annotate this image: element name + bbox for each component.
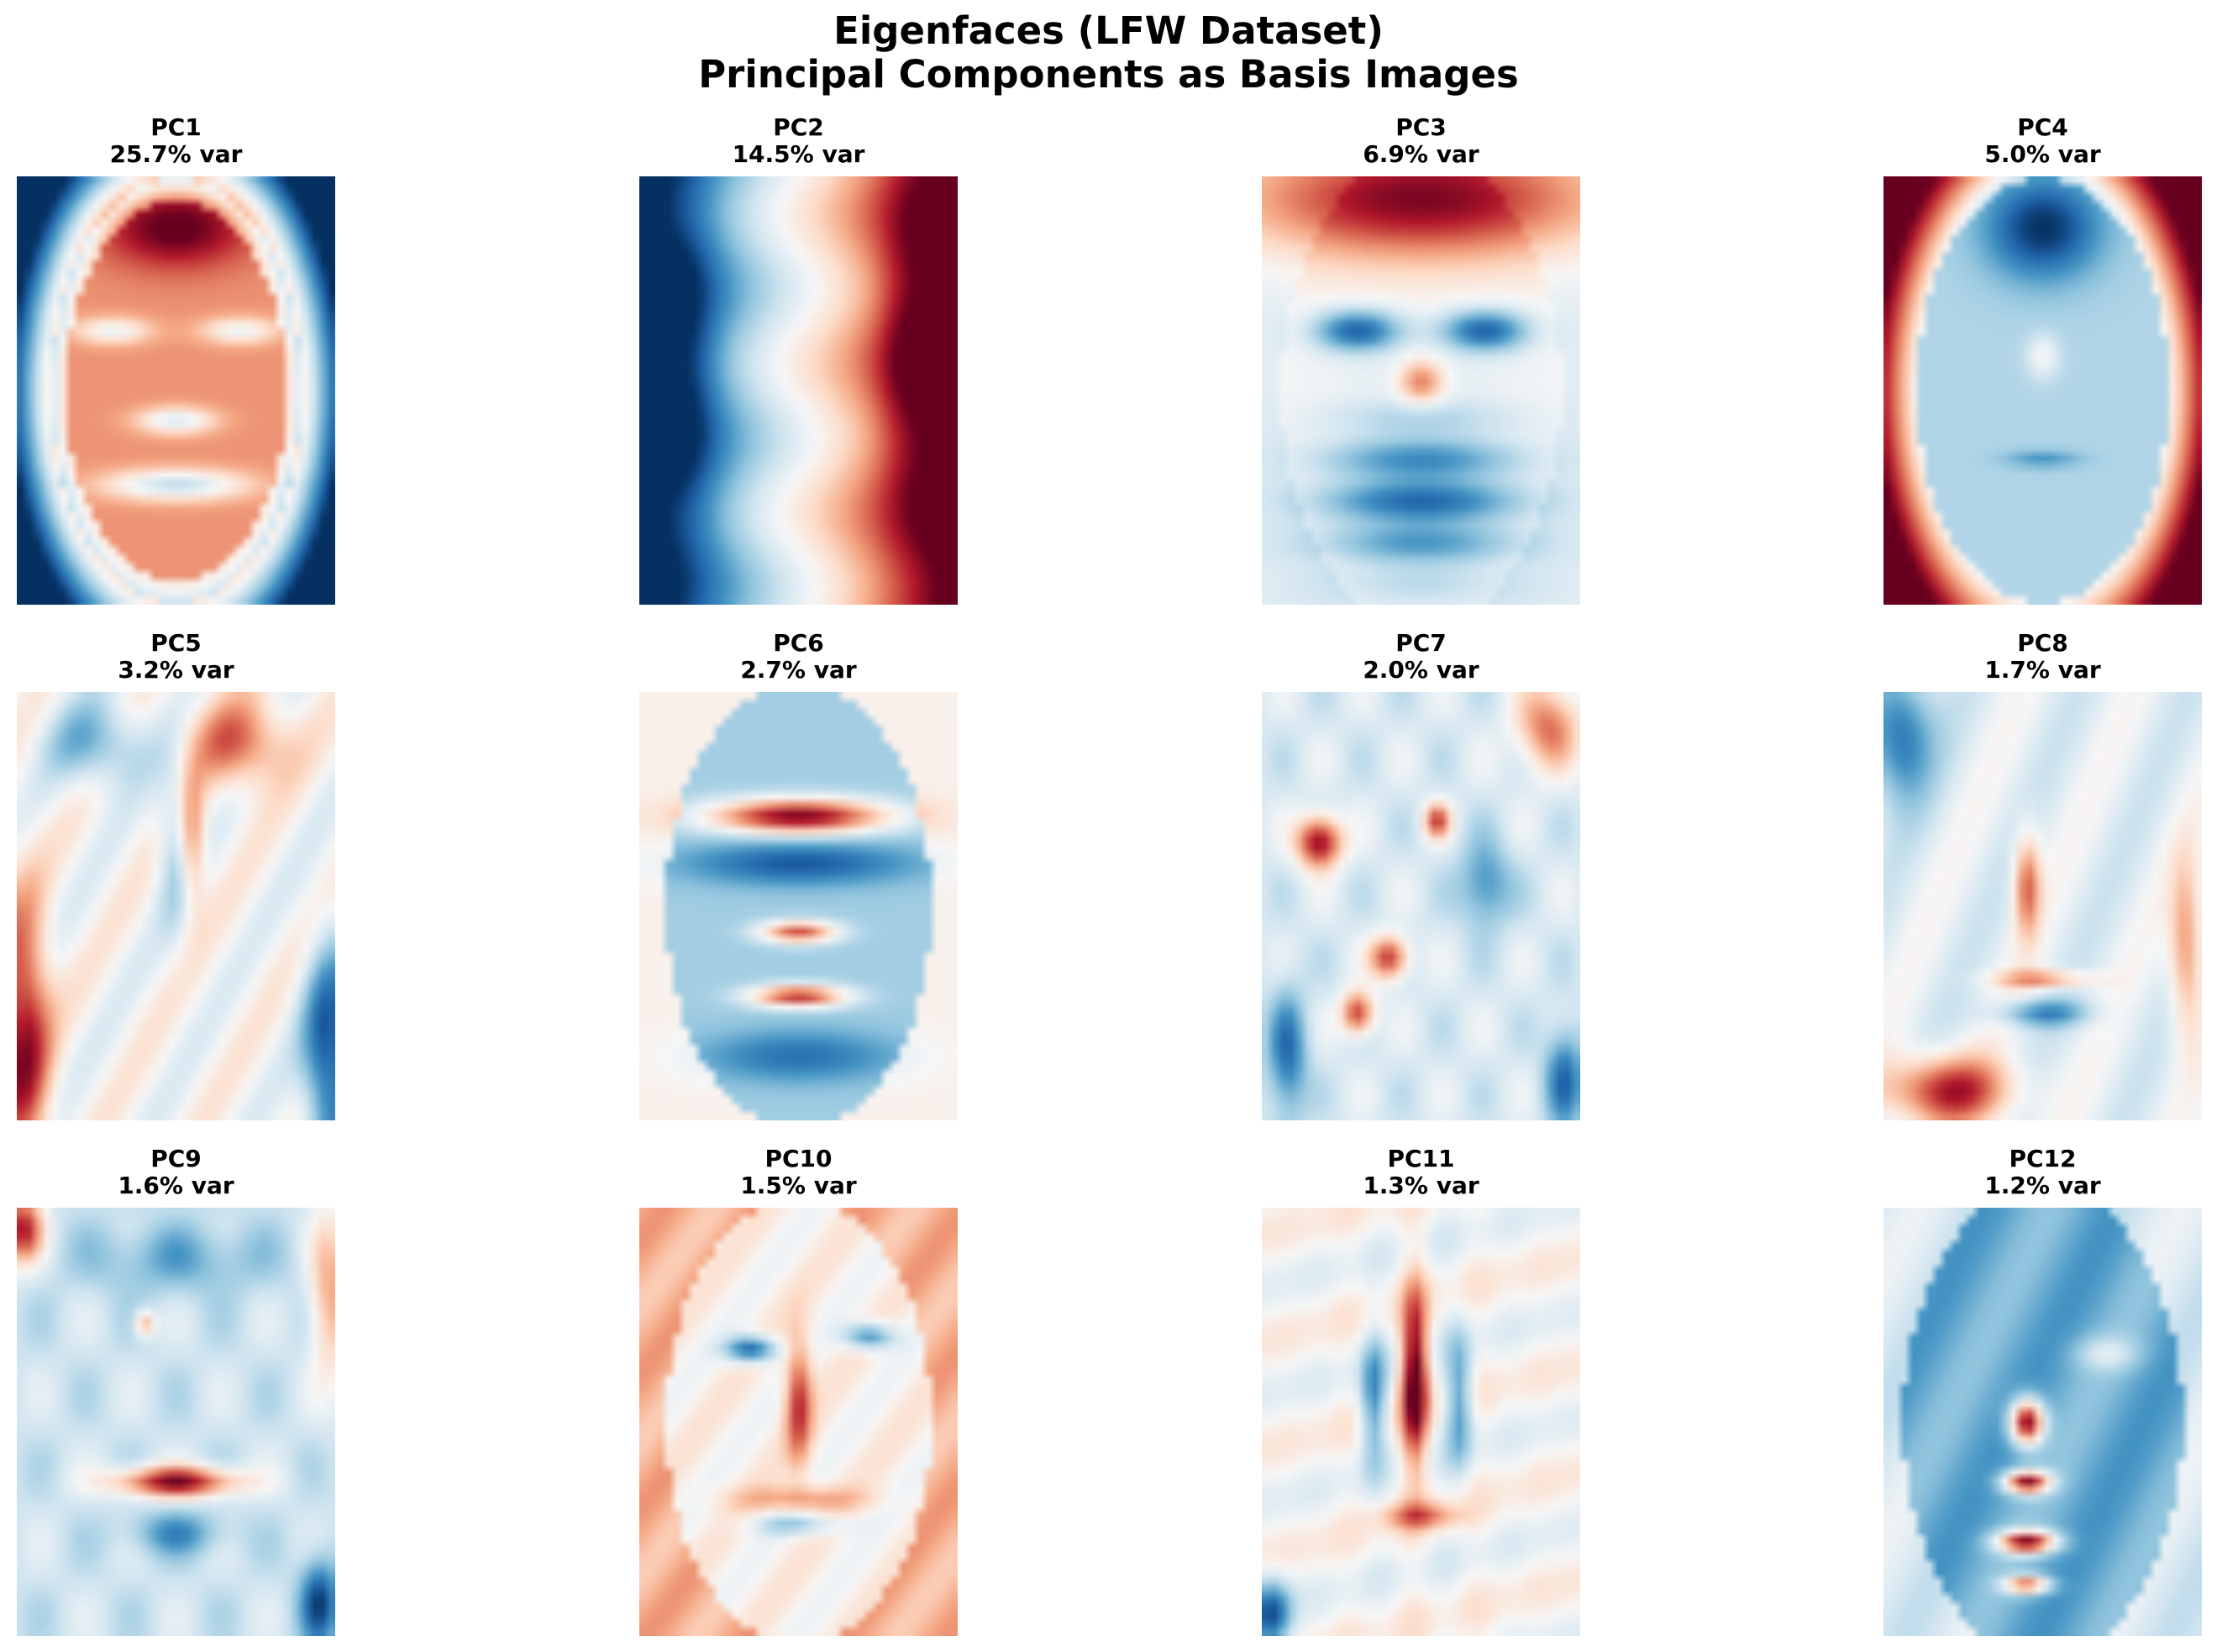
eigenface-image [1262, 176, 1580, 605]
panel-variance: 14.5% var [732, 140, 865, 168]
panel-variance: 1.7% var [1984, 656, 2101, 684]
panel-variance: 6.9% var [1363, 140, 1479, 168]
eigenface-image [1883, 176, 2202, 605]
panel-variance: 3.2% var [118, 656, 234, 684]
panel-title: PC8 [2017, 629, 2068, 657]
panel-variance: 5.0% var [1984, 140, 2101, 168]
panel-title: PC10 [764, 1145, 833, 1172]
panel-variance: 1.2% var [1984, 1172, 2101, 1199]
eigenface-image [639, 176, 958, 605]
panel-title: PC9 [150, 1145, 202, 1172]
panel-title: PC2 [773, 113, 824, 141]
panel-variance: 25.7% var [109, 140, 243, 168]
eigenface-image [1262, 692, 1580, 1120]
panel-title: PC11 [1387, 1145, 1455, 1172]
panel-title: PC4 [2017, 113, 2068, 141]
eigenface-image [1883, 1208, 2202, 1636]
figure-title: Eigenfaces (LFW Dataset) [833, 8, 1384, 53]
eigenface-image [639, 692, 958, 1120]
panel-title: PC7 [1395, 629, 1447, 657]
eigenface-image [639, 1208, 958, 1636]
panel-variance: 1.6% var [118, 1172, 234, 1199]
panel-title: PC12 [2009, 1145, 2077, 1172]
panel-title: PC6 [773, 629, 824, 657]
panel-title: PC1 [150, 113, 202, 141]
eigenface-image [1883, 692, 2202, 1120]
figure-subtitle: Principal Components as Basis Images [698, 52, 1519, 97]
panel-title: PC3 [1395, 113, 1447, 141]
panel-variance: 1.3% var [1363, 1172, 1479, 1199]
eigenface-image [17, 176, 335, 605]
eigenface-image [17, 1208, 335, 1636]
eigenface-image [17, 692, 335, 1120]
eigenface-image [1262, 1208, 1580, 1636]
panel-variance: 2.7% var [740, 656, 857, 684]
panel-variance: 2.0% var [1363, 656, 1479, 684]
panel-title: PC5 [150, 629, 202, 657]
panel-variance: 1.5% var [740, 1172, 857, 1199]
